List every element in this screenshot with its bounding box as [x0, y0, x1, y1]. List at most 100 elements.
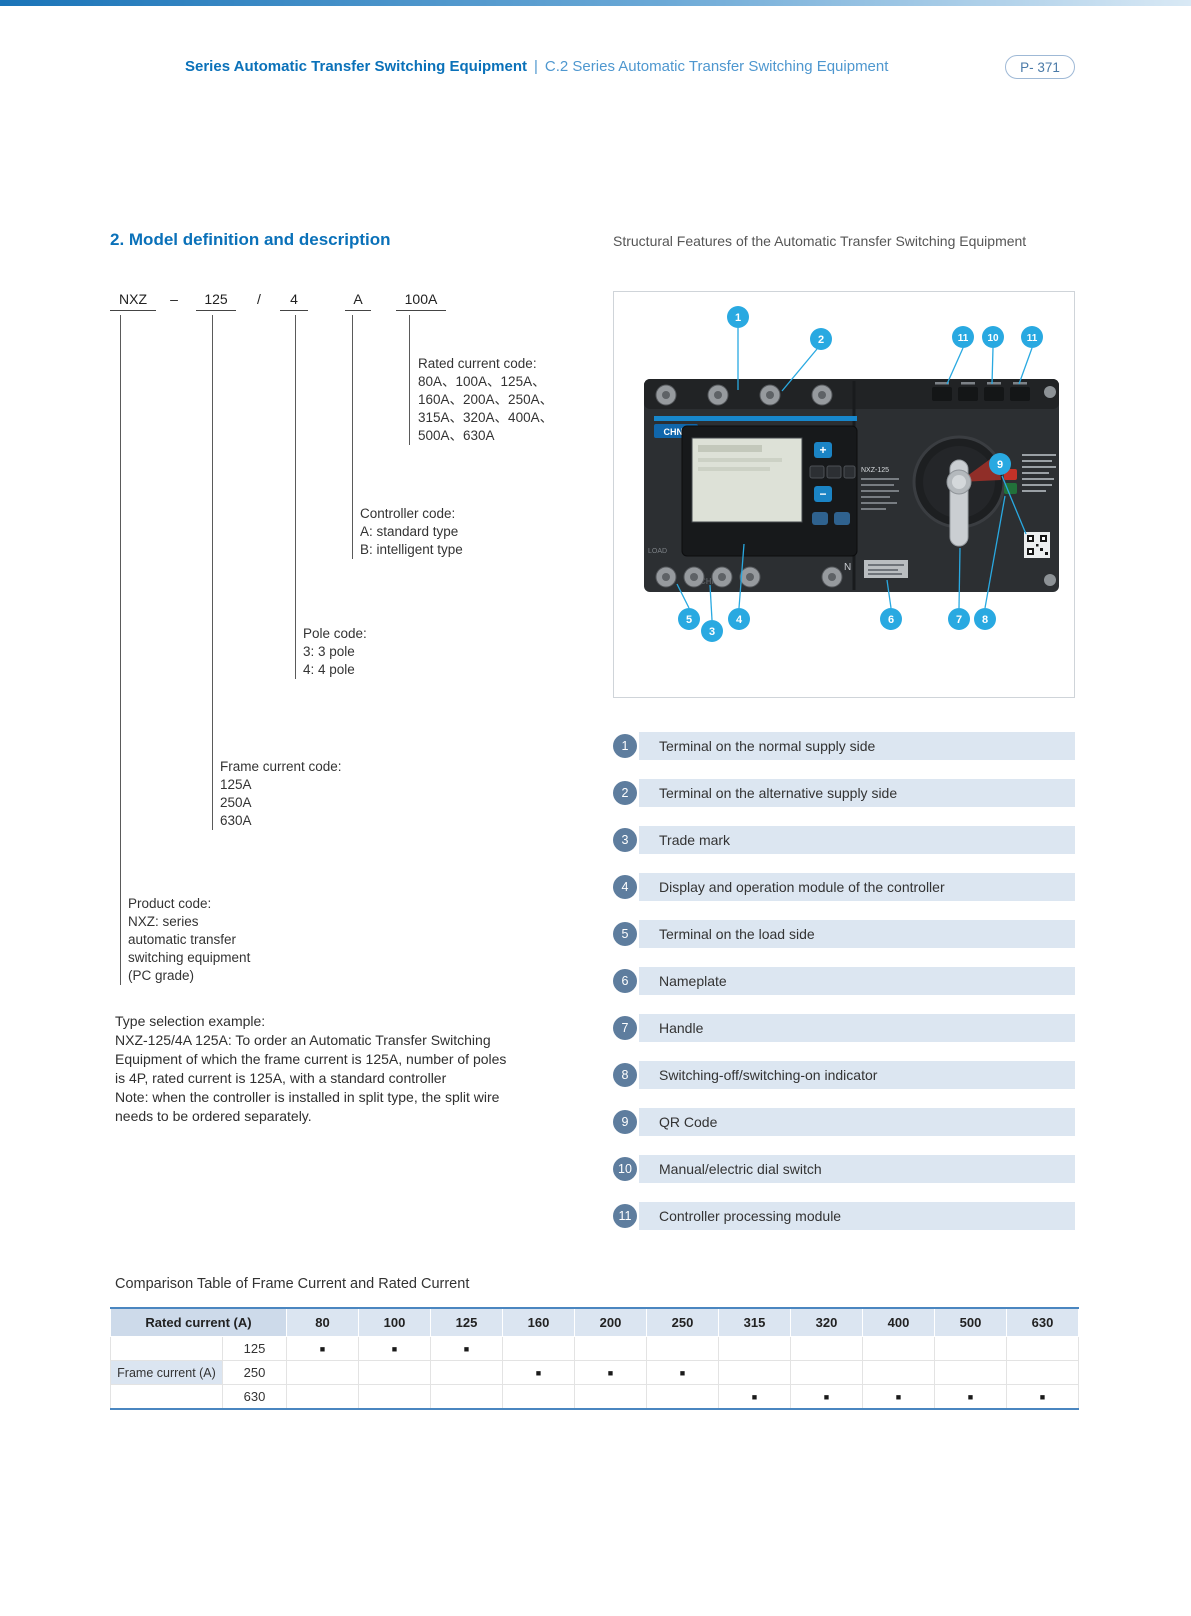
feature-number-badge: 2 [613, 781, 637, 805]
page-header: Series Automatic Transfer Switching Equi… [185, 58, 888, 75]
top-accent-bar [0, 0, 1191, 6]
feature-number-badge: 3 [613, 828, 637, 852]
set-button [812, 512, 828, 525]
feature-label: QR Code [659, 1114, 718, 1130]
table-row: 125 ■ ■ ■ [110, 1336, 1079, 1361]
nav-button [809, 465, 825, 479]
nav-button [843, 465, 856, 479]
leader-line-controller [352, 315, 353, 559]
feature-number-badge: 4 [613, 875, 637, 899]
callout-10: 10 [982, 326, 1004, 348]
table-header-row: Rated current (A) 80 100 125 160 200 250… [110, 1307, 1079, 1337]
column-header: 630 [1006, 1307, 1079, 1337]
callout-4: 4 [728, 608, 750, 630]
mark-cell [862, 1336, 935, 1361]
svg-text:11: 11 [958, 333, 969, 344]
confirm-button [834, 512, 850, 525]
feature-bar: Switching-off/switching-on indicator [639, 1061, 1075, 1089]
frame-current-label: Frame current (A) [110, 1360, 223, 1385]
plus-icon: + [819, 443, 826, 457]
mark-cell [286, 1360, 359, 1385]
column-header: 125 [430, 1307, 503, 1337]
mark-cell: ■ [430, 1336, 503, 1361]
feature-number-badge: 1 [613, 734, 637, 758]
mark-cell: ■ [718, 1384, 791, 1410]
product-image-frame: CHNT + − LOAD N CHNT NXZ-125 [613, 291, 1075, 698]
block-title: Frame current code: [220, 759, 342, 774]
block-title: Controller code: [360, 506, 456, 521]
header-title: Series Automatic Transfer Switching Equi… [185, 58, 528, 75]
code-token-rated: 100A [396, 291, 446, 311]
column-header: 100 [358, 1307, 431, 1337]
feature-label: Controller processing module [659, 1208, 842, 1224]
code-token-slash: / [257, 291, 261, 307]
mark-cell [1006, 1360, 1079, 1385]
feature-bar: Manual/electric dial switch [639, 1155, 1075, 1183]
frame-value-cell: 630 [222, 1384, 287, 1410]
svg-text:6: 6 [888, 614, 894, 626]
mark-cell: ■ [646, 1360, 719, 1385]
header-subtitle: C.2 Series Automatic Transfer Switching … [544, 58, 889, 75]
feature-number-badge: 6 [613, 969, 637, 993]
mark-cell [430, 1360, 503, 1385]
minus-icon: − [819, 487, 826, 501]
model-code-diagram: NXZ – 125 / 4 A 100A Rated current code:… [110, 291, 605, 1001]
mark-cell [574, 1336, 647, 1361]
svg-text:4: 4 [736, 614, 743, 626]
rated-current-code-block: Rated current code: 80A、100A、125A、 160A、… [418, 356, 554, 443]
feature-row: 4 Display and operation module of the co… [613, 873, 1075, 901]
load-label: LOAD [648, 548, 667, 555]
feature-label: Nameplate [659, 973, 727, 989]
spacer-cell [110, 1336, 223, 1361]
callout-11-left: 11 [952, 326, 974, 348]
leader-line-frame [212, 315, 213, 830]
page-number-badge: P- 371 [1005, 55, 1075, 79]
code-token-pole: 4 [280, 291, 308, 311]
mark-cell [358, 1384, 431, 1410]
product-code-block: Product code: NXZ: series automatic tran… [128, 896, 251, 983]
code-token-product: NXZ [110, 291, 156, 311]
mark-cell [646, 1384, 719, 1410]
mark-cell [358, 1360, 431, 1385]
structural-features-title: Structural Features of the Automatic Tra… [613, 233, 1027, 249]
model-label: NXZ-125 [861, 467, 889, 474]
column-header: 400 [862, 1307, 935, 1337]
svg-text:8: 8 [982, 614, 988, 626]
mark-cell [1006, 1336, 1079, 1361]
feature-row: 9 QR Code [613, 1108, 1075, 1136]
feature-bar: Handle [639, 1014, 1075, 1042]
svg-text:5: 5 [686, 614, 692, 626]
comparison-table: Rated current (A) 80 100 125 160 200 250… [110, 1307, 1079, 1410]
mark-cell [790, 1360, 863, 1385]
callout-11-right: 11 [1021, 326, 1043, 348]
mark-cell: ■ [862, 1384, 935, 1410]
feature-label: Switching-off/switching-on indicator [659, 1067, 878, 1083]
mark-cell: ■ [502, 1360, 575, 1385]
feature-label: Manual/electric dial switch [659, 1161, 822, 1177]
molded-trademark: CHNT [700, 577, 722, 586]
frame-current-code-block: Frame current code: 125A 250A 630A [220, 759, 342, 828]
n-label: N [844, 562, 851, 573]
feature-bar: Terminal on the load side [639, 920, 1075, 948]
column-header: 315 [718, 1307, 791, 1337]
mark-cell: ■ [286, 1336, 359, 1361]
mark-cell [718, 1360, 791, 1385]
nav-button [826, 465, 842, 479]
column-header: 200 [574, 1307, 647, 1337]
mark-cell: ■ [574, 1360, 647, 1385]
feature-row: 1 Terminal on the normal supply side [613, 732, 1075, 760]
feature-bar: Terminal on the normal supply side [639, 732, 1075, 760]
callout-1: 1 [727, 306, 749, 328]
callout-5: 5 [678, 608, 700, 630]
feature-row: 7 Handle [613, 1014, 1075, 1042]
feature-row: 6 Nameplate [613, 967, 1075, 995]
pole-code-block: Pole code: 3: 3 pole 4: 4 pole [303, 626, 367, 677]
spacer-cell [110, 1384, 223, 1410]
mark-cell [502, 1384, 575, 1410]
product-illustration: CHNT + − LOAD N CHNT NXZ-125 [644, 306, 1059, 642]
mark-cell [790, 1336, 863, 1361]
header-separator: | [534, 58, 538, 75]
mark-cell [502, 1336, 575, 1361]
mark-cell [286, 1384, 359, 1410]
